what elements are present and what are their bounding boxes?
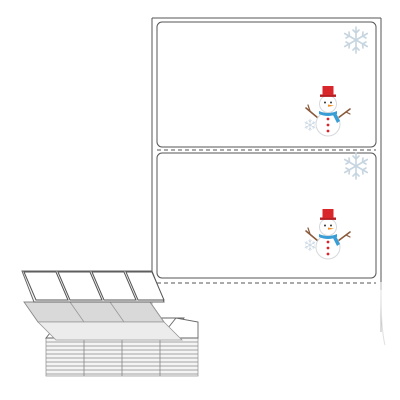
- label-1: [156, 21, 377, 148]
- fanfold-stack: [21, 270, 199, 377]
- label-sheet: [151, 17, 386, 346]
- label-2: [156, 152, 377, 279]
- fold-strip: [23, 301, 183, 341]
- stack-layers: [45, 337, 199, 377]
- stack-top-panel: [21, 270, 165, 303]
